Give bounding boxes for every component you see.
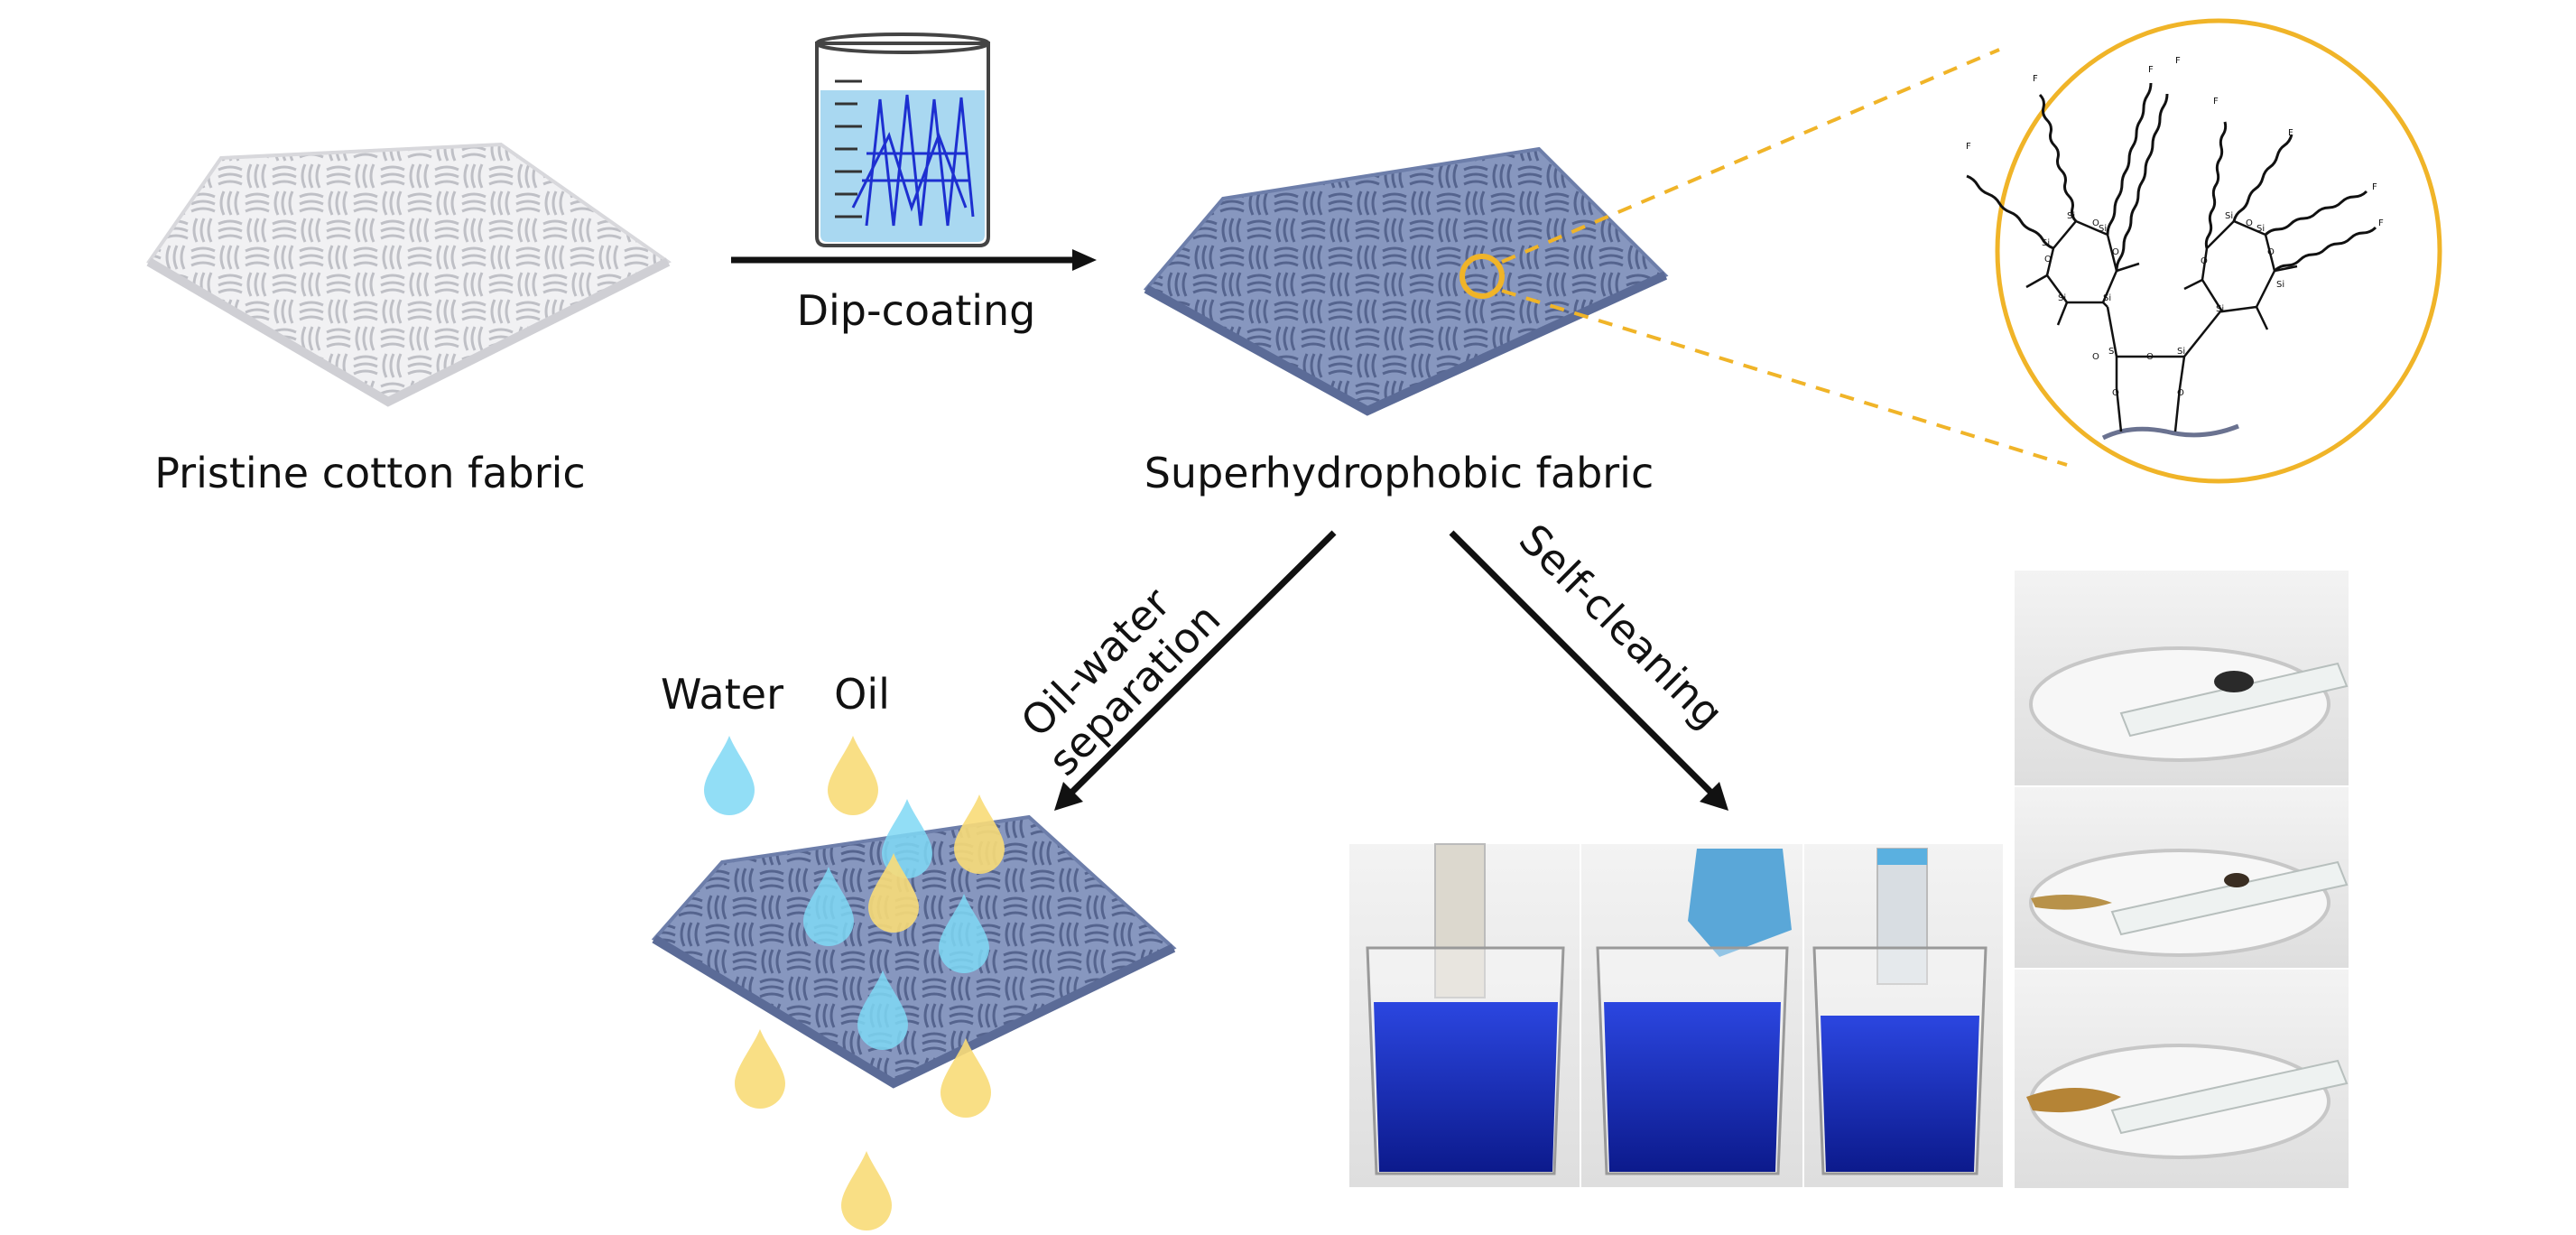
atom-f: F xyxy=(2213,97,2219,107)
atom-o: O xyxy=(2092,218,2099,228)
atom-si: Si xyxy=(2256,224,2265,234)
petri-photo-3 xyxy=(2015,970,2349,1188)
dye-photo-2 xyxy=(1581,844,1802,1187)
water-drop-icon xyxy=(803,867,854,946)
pristine-fabric-illustration xyxy=(146,142,672,407)
atom-o: O xyxy=(2112,388,2119,398)
atom-si: Si xyxy=(2099,224,2107,234)
atom-f: F xyxy=(2175,56,2181,66)
atom-si: Si xyxy=(2216,304,2224,314)
atom-f: F xyxy=(2378,218,2384,228)
atom-o: O xyxy=(2246,218,2253,228)
oil-drop-icon xyxy=(954,794,1005,874)
atom-o: O xyxy=(2201,256,2208,266)
oil-droplets xyxy=(735,736,1005,1230)
coating-beaker xyxy=(815,32,990,247)
water-droplets xyxy=(704,736,989,1050)
atom-o: O xyxy=(2177,388,2184,398)
oil-drop-icon xyxy=(828,736,878,815)
dye-immersion-photos xyxy=(1349,843,2003,1187)
water-label: Water xyxy=(661,670,783,719)
atom-f: F xyxy=(2372,182,2377,192)
atom-o: O xyxy=(2146,352,2154,362)
atom-o: O xyxy=(2267,247,2275,257)
atom-si: Si xyxy=(2177,347,2185,357)
oil-drop-icon xyxy=(735,1029,785,1109)
dip-coating-arrow xyxy=(731,249,1097,271)
oil-water-arrow xyxy=(1054,530,1337,811)
oil-drop-icon xyxy=(868,853,919,933)
water-drop-icon xyxy=(857,970,908,1050)
atom-o: O xyxy=(2092,352,2099,362)
atom-o: O xyxy=(2044,255,2052,265)
dye-photo-1 xyxy=(1349,843,1580,1187)
oil-drop-icon xyxy=(841,1151,892,1230)
atom-si: Si xyxy=(2103,293,2111,303)
atom-si: Si xyxy=(2058,293,2066,303)
atom-si: Si xyxy=(2067,211,2075,221)
dye-photo-3 xyxy=(1804,844,2003,1187)
self-cleaning-arrow xyxy=(1449,530,1728,811)
pristine-fabric-label: Pristine cotton fabric xyxy=(154,449,585,497)
dip-coating-label: Dip-coating xyxy=(797,286,1036,335)
atom-si: Si xyxy=(2225,211,2233,221)
atom-f: F xyxy=(2033,74,2038,84)
molecular-structure-zoom: Si Si Si Si Si Si Si Si Si Si Si O O O O… xyxy=(1966,18,2442,484)
atom-f: F xyxy=(2148,65,2154,75)
superhydrophobic-fabric-label: Superhydrophobic fabric xyxy=(1144,449,1654,497)
atom-si: Si xyxy=(2276,280,2284,290)
atom-si: Si xyxy=(2108,347,2117,357)
water-drop-icon xyxy=(939,894,989,973)
oil-label: Oil xyxy=(834,670,890,719)
molecule-sketch xyxy=(851,94,975,227)
oil-drop-icon xyxy=(941,1038,991,1118)
atom-f: F xyxy=(2288,128,2293,138)
self-cleaning-photos xyxy=(2015,571,2349,1188)
petri-photo-1 xyxy=(2015,571,2349,785)
atom-f: F xyxy=(1966,142,1971,152)
atom-si: Si xyxy=(2042,238,2050,248)
zoom-highlight-circle xyxy=(1459,254,1505,299)
petri-photo-2 xyxy=(2015,787,2349,968)
water-drop-icon xyxy=(704,736,755,815)
zoom-guide-lines xyxy=(1501,48,2068,467)
atom-o: O xyxy=(2112,247,2119,257)
superhydrophobic-fabric-illustration xyxy=(1143,146,1669,416)
